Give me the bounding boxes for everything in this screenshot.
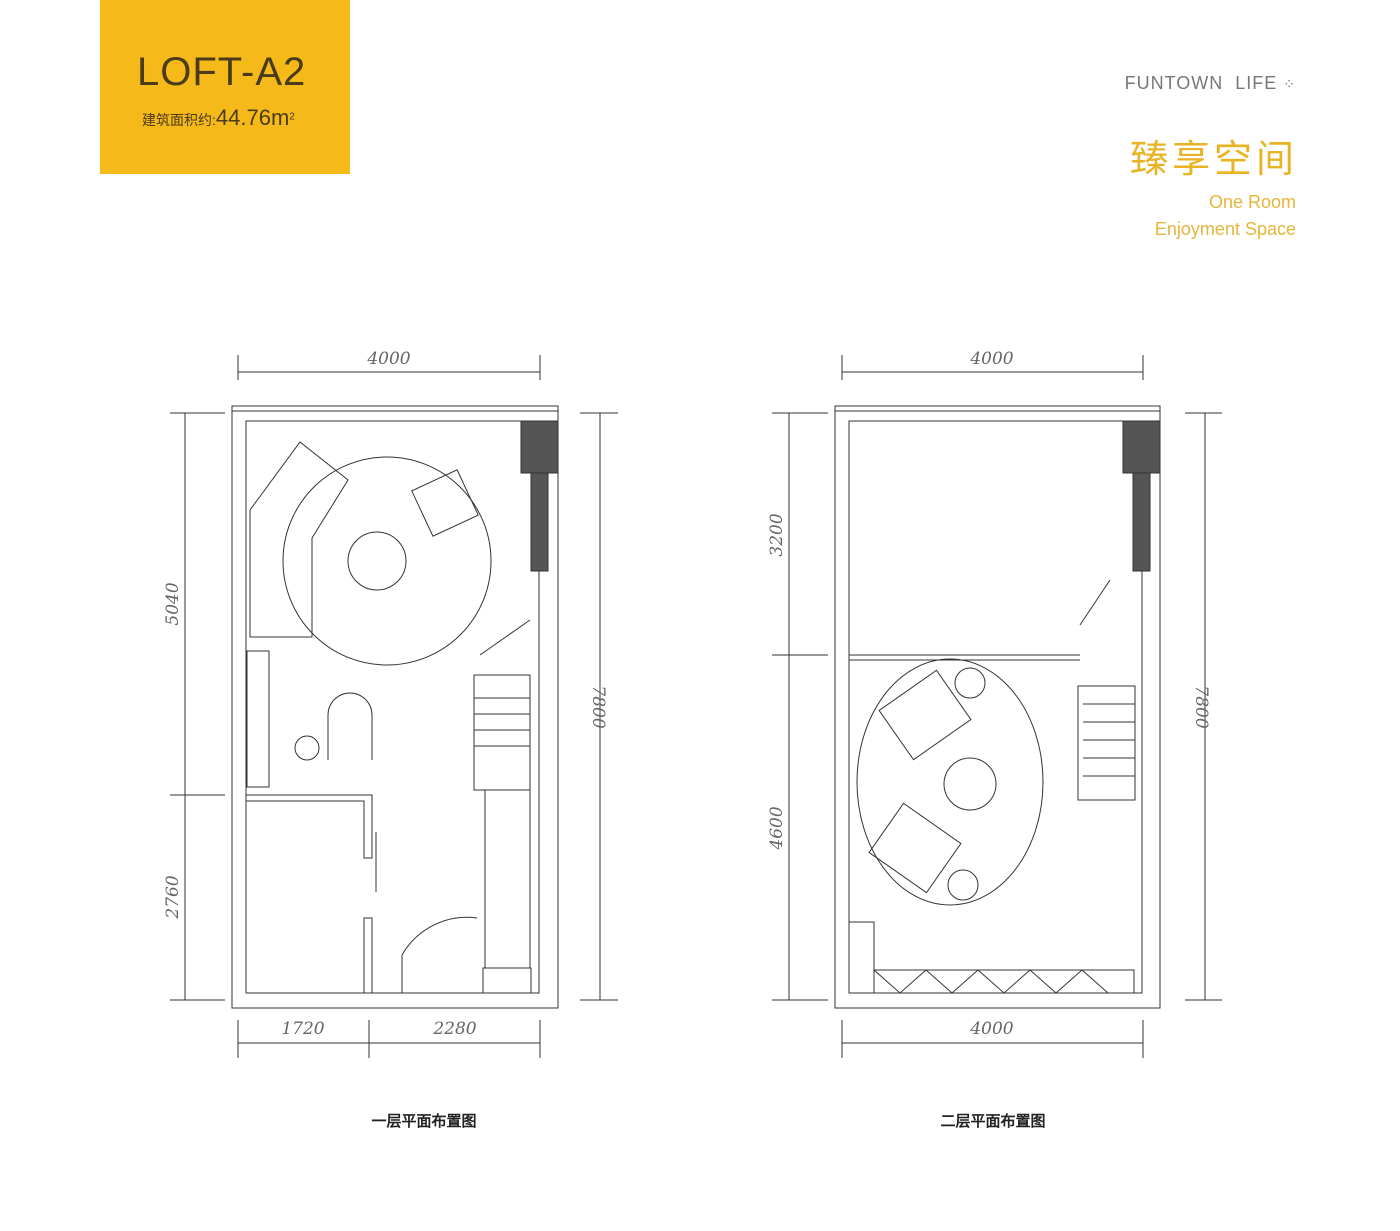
area-sup: 2 (289, 111, 295, 123)
dim-left-upper: 5040 (163, 582, 183, 625)
area-text: 建筑面积约:44.76m2 (142, 105, 295, 131)
rug (282, 456, 492, 666)
dots-icon: ⁘ (1283, 76, 1296, 92)
bar-table (327, 692, 373, 760)
unit-badge: LOFT-A2 建筑面积约:44.76m2 (100, 0, 350, 174)
slogan-en-2: Enjoyment Space (1154, 219, 1296, 239)
sofa (249, 441, 349, 638)
chair-1 (878, 669, 972, 761)
unit-title: LOFT-A2 (137, 50, 307, 94)
dim-left-upper-2: 3200 (767, 513, 787, 556)
dim-bottom-2: 4000 (969, 1019, 1013, 1039)
rug-2 (856, 658, 1044, 906)
cabinet (246, 650, 270, 788)
plan-1: 4000 5040 2760 7800 1720 2280 (163, 349, 618, 1058)
stairs (473, 674, 531, 791)
dim-right: 7800 (588, 685, 608, 728)
entry-door (401, 916, 478, 993)
dim-bottom-right: 2280 (432, 1019, 476, 1039)
stairs-2 (1077, 685, 1136, 801)
dim-right-2: 7800 (1191, 685, 1211, 728)
outer-wall (231, 405, 559, 1009)
dim-top-2: 4000 (969, 349, 1013, 369)
dim-left-lower: 2760 (163, 875, 183, 919)
dim-top: 4000 (366, 349, 410, 369)
area-value: 44.76m (215, 105, 290, 130)
caption-floor-1: 一层平面布置图 (371, 1113, 477, 1130)
caption-floor-2: 二层平面布置图 (940, 1113, 1046, 1130)
area-label: 建筑面积约: (142, 112, 216, 128)
brand-name: FUNTOWN LIFE (1124, 73, 1278, 93)
chair-2 (868, 802, 962, 894)
slogan-en-1: One Room (1208, 192, 1296, 212)
dim-left-lower-2: 4600 (767, 806, 787, 850)
brand-logo: FUNTOWN LIFE ⁘ (1125, 73, 1296, 94)
plan-2: 4000 3200 4600 7800 4000 (767, 349, 1222, 1058)
chair (411, 469, 479, 537)
slogan-cn: 臻享空间 (1129, 139, 1298, 181)
outer-wall-2 (834, 405, 1161, 1009)
dim-bottom-left: 1720 (281, 1019, 324, 1039)
table-2 (943, 757, 997, 811)
